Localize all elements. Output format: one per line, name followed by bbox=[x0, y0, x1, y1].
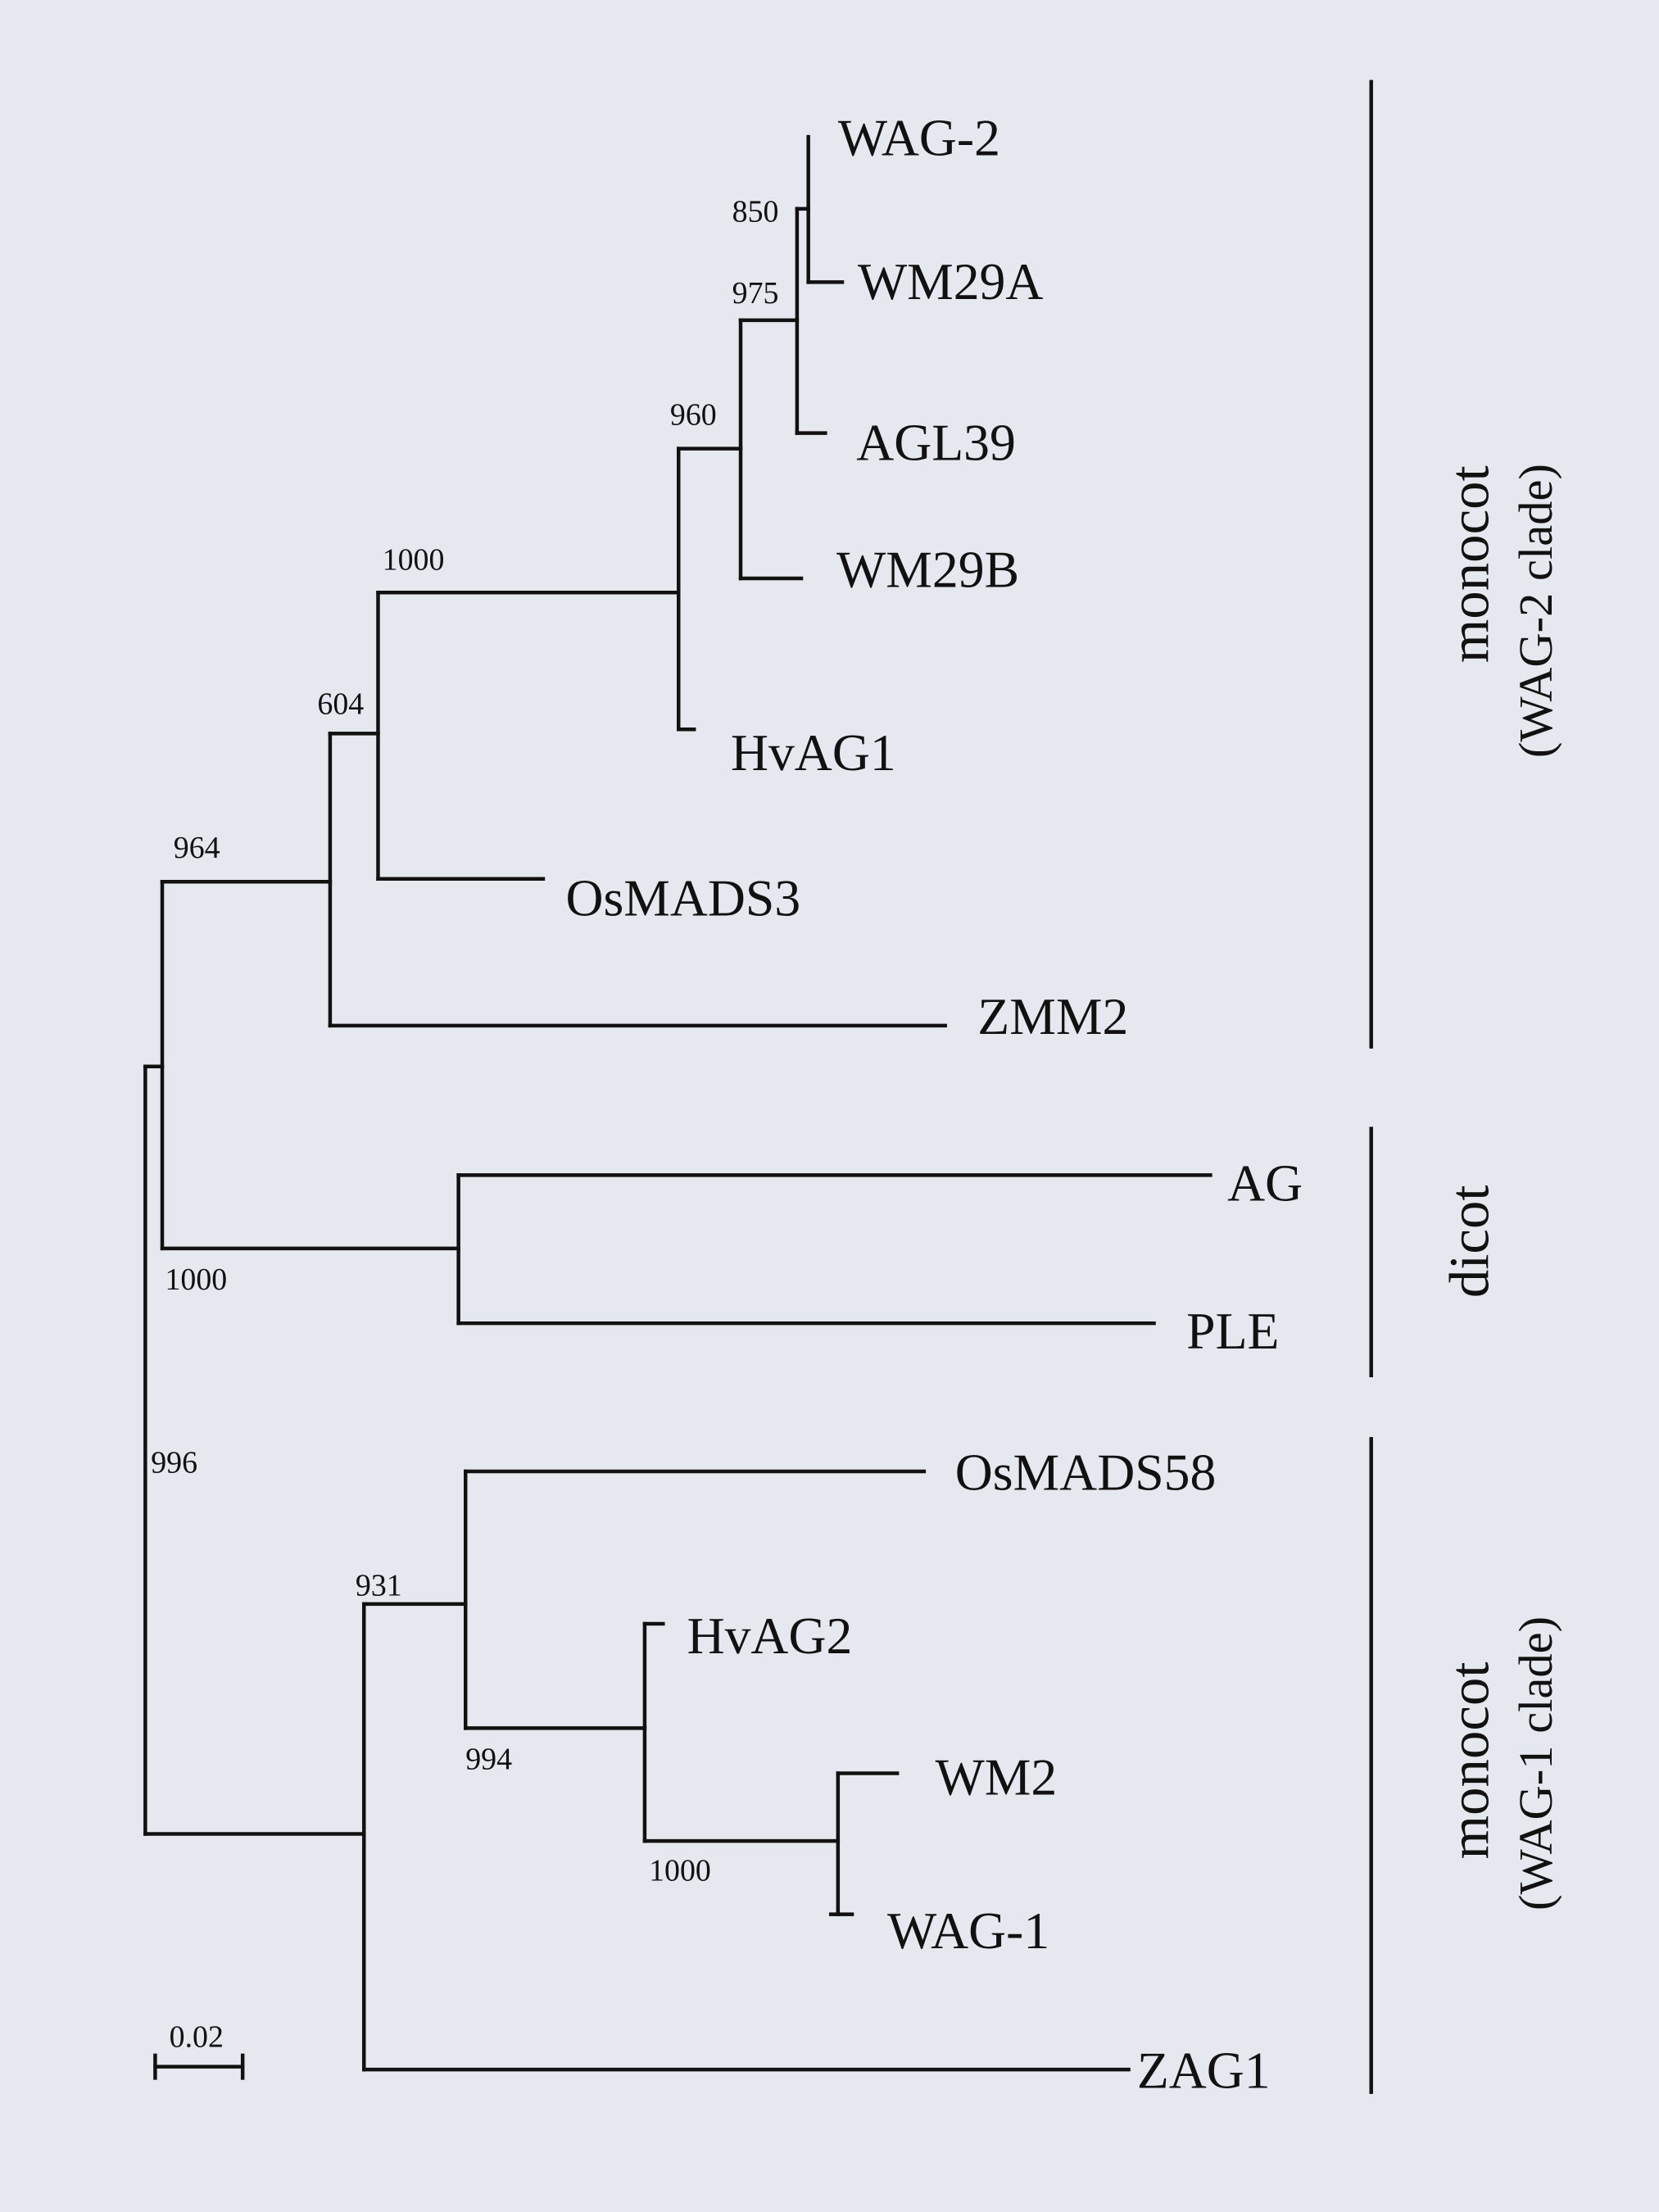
bootstrap-931: 931 bbox=[356, 1569, 402, 1603]
bootstrap-994: 994 bbox=[465, 1742, 512, 1776]
leaf-wag-2: WAG-2 bbox=[838, 108, 1000, 166]
leaf-osmads58: OsMADS58 bbox=[955, 1443, 1217, 1501]
bootstrap-960: 960 bbox=[670, 397, 717, 432]
leaf-wm2: WM2 bbox=[936, 1747, 1058, 1806]
clade-sublabel-wag1: (WAG-1 clade) bbox=[1509, 1616, 1562, 1911]
bootstrap-850: 850 bbox=[732, 194, 779, 229]
bootstrap-1000-a: 1000 bbox=[383, 543, 445, 578]
bootstrap-996: 996 bbox=[151, 1446, 197, 1480]
leaf-wm29a: WM29A bbox=[858, 252, 1043, 310]
leaf-hvag1: HvAG1 bbox=[731, 723, 896, 782]
leaf-agl39: AGL39 bbox=[856, 413, 1016, 471]
leaf-ag: AG bbox=[1227, 1154, 1303, 1212]
bootstrap-604: 604 bbox=[317, 687, 364, 721]
leaf-zag1: ZAG1 bbox=[1137, 2041, 1271, 2099]
leaf-wag-1: WAG-1 bbox=[887, 1902, 1049, 1960]
clade-sublabel-wag2: (WAG-2 clade) bbox=[1509, 464, 1562, 758]
leaf-hvag2: HvAG2 bbox=[687, 1607, 853, 1665]
bootstrap-964: 964 bbox=[174, 831, 220, 865]
branches bbox=[143, 134, 1213, 2072]
clade-label-wag1: monocot bbox=[1439, 1661, 1501, 1859]
scale-bar: 0.02 bbox=[153, 2020, 245, 2080]
bootstrap-975: 975 bbox=[732, 276, 779, 310]
leaf-wm29b: WM29B bbox=[836, 540, 1019, 598]
leaf-zmm2: ZMM2 bbox=[977, 987, 1128, 1045]
clade-label-dicot: dicot bbox=[1439, 1185, 1501, 1298]
leaf-osmads3: OsMADS3 bbox=[565, 869, 800, 927]
bootstrap-1000-b: 1000 bbox=[165, 1262, 227, 1297]
clade-label-wag2: monocot bbox=[1439, 465, 1501, 663]
scale-bar-label: 0.02 bbox=[170, 2020, 224, 2055]
leaf-ple: PLE bbox=[1186, 1302, 1279, 1360]
bootstrap-1000-c: 1000 bbox=[649, 1853, 711, 1888]
